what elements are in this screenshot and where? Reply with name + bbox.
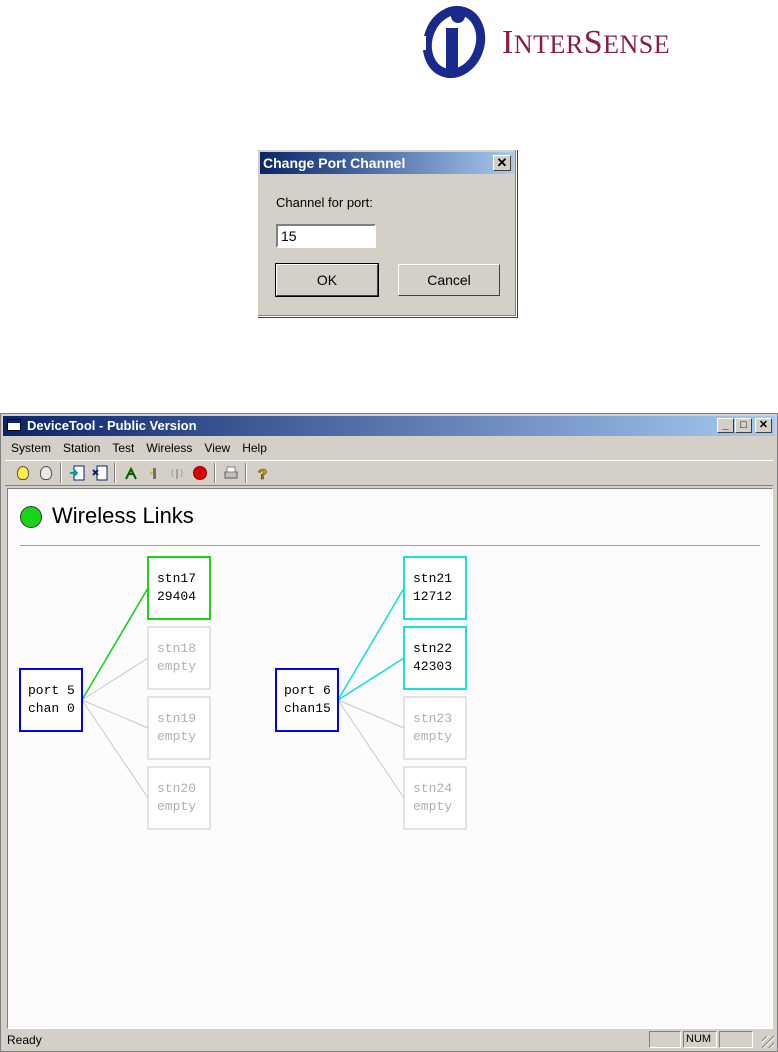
port-channel: chan15 (284, 701, 331, 716)
station-name: stn19 (157, 711, 196, 726)
station-node-stn20[interactable]: stn20 empty (148, 767, 210, 829)
menu-test[interactable]: Test (106, 438, 140, 458)
change-port-channel-dialog: Change Port Channel ✕ Channel for port: … (257, 149, 517, 317)
toolbar-separator (214, 463, 216, 483)
station-id: empty (157, 729, 196, 744)
maximize-button[interactable]: □ (735, 418, 752, 433)
statusbar: Ready NUM (3, 1031, 775, 1049)
signal-icon[interactable] (142, 462, 165, 484)
station-id: 42303 (413, 659, 452, 674)
station-id: empty (157, 799, 196, 814)
menu-system[interactable]: System (5, 438, 57, 458)
station-name: stn23 (413, 711, 452, 726)
intersense-logo: INTERSENSE (414, 2, 774, 80)
minimize-button[interactable]: _ (717, 418, 734, 433)
record-icon[interactable] (188, 462, 211, 484)
station-node-stn24[interactable]: stn24 empty (404, 767, 466, 829)
port-name: port 6 (284, 683, 331, 698)
station-name: stn18 (157, 641, 196, 656)
menu-view[interactable]: View (198, 438, 236, 458)
station-node-stn22[interactable]: stn22 42303 (404, 627, 466, 689)
link-line (82, 588, 148, 700)
station-id: 12712 (413, 589, 452, 604)
window-titlebar[interactable]: DeviceTool - Public Version _ □ ✕ (3, 416, 775, 436)
devicetool-window: DeviceTool - Public Version _ □ ✕ System… (0, 413, 778, 1052)
station-node-stn17[interactable]: stn17 29404 (148, 557, 210, 619)
disconnect-icon[interactable] (88, 462, 111, 484)
connect-icon[interactable] (65, 462, 88, 484)
svg-text:?: ? (258, 466, 267, 481)
station-node-stn21[interactable]: stn21 12712 (404, 557, 466, 619)
toolbar-separator (245, 463, 247, 483)
tracker-icon[interactable] (119, 462, 142, 484)
station-node-stn23[interactable]: stn23 empty (404, 697, 466, 759)
station-name: stn21 (413, 571, 452, 586)
channel-input[interactable]: 15 (276, 224, 376, 248)
toolbar: ? (5, 460, 773, 486)
toolbar-separator (60, 463, 62, 483)
menubar: System Station Test Wireless View Help (5, 438, 273, 458)
station-id: empty (413, 799, 452, 814)
port-channel: chan 0 (28, 701, 75, 716)
num-lock-indicator: NUM (683, 1031, 717, 1048)
window-title: DeviceTool - Public Version (27, 416, 197, 436)
help-icon[interactable]: ? (250, 462, 273, 484)
port-node[interactable]: port 6 chan15 (276, 669, 338, 731)
port-node[interactable]: port 5 chan 0 (20, 669, 82, 731)
link-line (338, 588, 404, 700)
ok-button[interactable]: OK (276, 264, 378, 296)
status-text: Ready (7, 1033, 42, 1047)
station-name: stn22 (413, 641, 452, 656)
cancel-button[interactable]: Cancel (398, 264, 500, 296)
link-line (82, 700, 148, 798)
menu-wireless[interactable]: Wireless (140, 438, 198, 458)
bulb-off-icon[interactable] (34, 462, 57, 484)
station-name: stn20 (157, 781, 196, 796)
status-pane (649, 1031, 681, 1048)
wireless-icon[interactable] (165, 462, 188, 484)
station-name: stn24 (413, 781, 452, 796)
station-node-stn18[interactable]: stn18 empty (148, 627, 210, 689)
app-icon[interactable] (7, 419, 21, 431)
menu-help[interactable]: Help (236, 438, 273, 458)
link-line (338, 700, 404, 798)
intersense-emblem-icon (414, 2, 494, 80)
station-id: 29404 (157, 589, 196, 604)
channel-label: Channel for port: (276, 195, 373, 210)
dialog-close-button[interactable]: ✕ (493, 155, 511, 171)
close-button[interactable]: ✕ (755, 418, 772, 433)
status-pane (719, 1031, 753, 1048)
print-icon[interactable] (219, 462, 242, 484)
resize-grip[interactable] (762, 1036, 774, 1048)
bulb-on-icon[interactable] (11, 462, 34, 484)
station-name: stn17 (157, 571, 196, 586)
station-id: empty (157, 659, 196, 674)
logo-wordmark: INTERSENSE (502, 24, 670, 62)
dialog-titlebar[interactable]: Change Port Channel ✕ (260, 152, 514, 174)
menu-station[interactable]: Station (57, 438, 106, 458)
link-line (338, 658, 404, 700)
wireless-links-graph: stn17 29404 stn18 empty stn19 empty stn20 empty… (8, 489, 774, 1029)
toolbar-separator (114, 463, 116, 483)
link-line (82, 658, 148, 700)
station-node-stn19[interactable]: stn19 empty (148, 697, 210, 759)
port-name: port 5 (28, 683, 75, 698)
dialog-title: Change Port Channel (263, 155, 405, 171)
station-id: empty (413, 729, 452, 744)
